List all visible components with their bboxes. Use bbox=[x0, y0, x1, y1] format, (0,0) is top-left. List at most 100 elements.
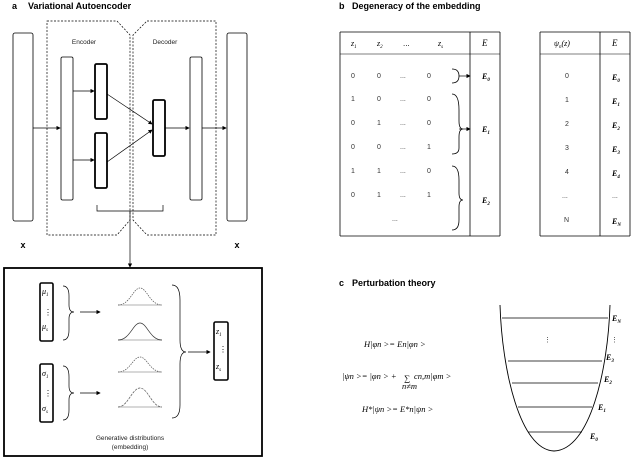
svg-text:E0: E0 bbox=[611, 73, 620, 84]
mu-dots: ⋮ bbox=[44, 308, 52, 317]
sigma-top-label: σ1 bbox=[42, 369, 48, 380]
svg-text:4: 4 bbox=[565, 169, 569, 176]
svg-text:1: 1 bbox=[351, 96, 355, 103]
arrow-sigma-z bbox=[106, 129, 153, 163]
panel-c-title: Perturbation theory bbox=[352, 278, 436, 288]
group-bracket-e1 bbox=[451, 93, 464, 155]
svg-text:E2: E2 bbox=[611, 121, 620, 132]
panel-c-letter: c bbox=[339, 278, 344, 288]
panel-b: b Degeneracy of the embedding z1 z2 ... … bbox=[339, 1, 631, 237]
table-row: 0 0 ... 1 bbox=[351, 144, 431, 151]
group-bracket-e0 bbox=[451, 68, 460, 84]
svg-text:0: 0 bbox=[377, 96, 381, 103]
energy-row: N EN bbox=[564, 217, 621, 228]
svg-text:...: ... bbox=[392, 216, 398, 223]
svg-text:1: 1 bbox=[377, 120, 381, 127]
panel-a: a Variational Autoencoder Encoder Decode… bbox=[3, 1, 263, 457]
svg-text:1: 1 bbox=[377, 168, 381, 175]
level-label-2: E2 bbox=[603, 375, 612, 386]
group-label-e2: E2 bbox=[481, 196, 490, 207]
energy-row: 0 E0 bbox=[565, 73, 620, 84]
panel-b-letter: b bbox=[339, 1, 345, 11]
header-psi: ψn(z) bbox=[554, 39, 570, 50]
output-layer bbox=[226, 32, 248, 222]
svg-text:0: 0 bbox=[351, 120, 355, 127]
embedding-caption-1: Generative distributions bbox=[96, 435, 165, 442]
svg-text:...: ... bbox=[612, 193, 618, 200]
svg-text:1: 1 bbox=[427, 192, 431, 199]
gaussian-curves bbox=[117, 287, 163, 408]
svg-text:0: 0 bbox=[351, 73, 355, 80]
latent-z-node bbox=[152, 99, 166, 157]
header-energy-right: E bbox=[611, 38, 618, 48]
energy-row: ... ... bbox=[562, 193, 618, 200]
svg-text:0: 0 bbox=[351, 144, 355, 151]
energy-row: 3 E3 bbox=[565, 145, 620, 156]
embedding-caption-2: (embedding) bbox=[112, 444, 149, 451]
svg-text:1: 1 bbox=[351, 168, 355, 175]
distributions-brace bbox=[171, 284, 187, 419]
svg-text:0: 0 bbox=[351, 192, 355, 199]
energy-row: 1 E1 bbox=[565, 97, 620, 108]
mu-top-label: μ1 bbox=[41, 287, 49, 298]
energy-table bbox=[539, 31, 631, 237]
mu-vector bbox=[39, 282, 54, 342]
svg-text:1: 1 bbox=[427, 144, 431, 151]
panel-a-title: Variational Autoencoder bbox=[28, 1, 132, 11]
output-label: x bbox=[234, 240, 239, 250]
level-label-0: E0 bbox=[589, 432, 598, 443]
svg-text:...: ... bbox=[562, 193, 568, 200]
equation-unperturbed: H|φn >= En|φn > bbox=[363, 339, 426, 349]
svg-text:1: 1 bbox=[377, 192, 381, 199]
header-z2: z2 bbox=[376, 39, 383, 50]
mu-brace bbox=[62, 285, 75, 341]
energy-row: 2 E2 bbox=[565, 121, 620, 132]
svg-text:0: 0 bbox=[565, 73, 569, 80]
decoder-region bbox=[132, 20, 217, 236]
input-layer bbox=[12, 32, 34, 222]
input-label: x bbox=[20, 240, 25, 250]
svg-text:1: 1 bbox=[565, 97, 569, 104]
level-label-3: E3 bbox=[605, 353, 614, 364]
equation-sum-symbol: ∑ bbox=[404, 373, 410, 383]
svg-text:2: 2 bbox=[565, 121, 569, 128]
svg-text:E1: E1 bbox=[611, 97, 620, 108]
svg-text:E4: E4 bbox=[611, 169, 620, 180]
svg-text:0: 0 bbox=[427, 73, 431, 80]
svg-text:...: ... bbox=[400, 144, 406, 151]
header-energy: E bbox=[481, 38, 488, 48]
equation-expansion-left: |ψn >= |φn > + bbox=[342, 371, 397, 381]
svg-text:...: ... bbox=[400, 96, 406, 103]
svg-text:0: 0 bbox=[427, 120, 431, 127]
sigma-vector bbox=[39, 363, 54, 423]
svg-text:0: 0 bbox=[377, 73, 381, 80]
svg-text:0: 0 bbox=[377, 144, 381, 151]
z-bottom-label: zs bbox=[215, 362, 221, 373]
svg-text:3: 3 bbox=[565, 145, 569, 152]
level-label-1: E1 bbox=[597, 403, 606, 414]
svg-text:...: ... bbox=[400, 120, 406, 127]
panel-c: c Perturbation theory H|φn >= En|φn > |ψ… bbox=[339, 278, 621, 452]
sigma-brace bbox=[62, 365, 75, 421]
decoder-label: Decoder bbox=[153, 39, 178, 46]
encoder-label: Encoder bbox=[72, 39, 97, 46]
z-dots: ⋮ bbox=[219, 345, 227, 354]
z-top-label: z1 bbox=[215, 327, 222, 338]
sigma-dots: ⋮ bbox=[44, 389, 52, 398]
group-label-e0: E0 bbox=[481, 72, 490, 83]
header-dots: ... bbox=[403, 39, 410, 48]
latent-mu-node bbox=[94, 63, 108, 120]
equation-sum-index: n≠m bbox=[402, 381, 417, 391]
table-row: 0 1 ... 0 bbox=[351, 120, 431, 127]
equation-perturbed: H*|ψn >= E*n|ψn > bbox=[361, 404, 433, 414]
z-vector bbox=[213, 321, 229, 381]
level-label-n: EN bbox=[611, 314, 621, 325]
latent-sigma-node bbox=[94, 132, 108, 189]
svg-text:...: ... bbox=[400, 73, 406, 80]
sigma-bottom-label: σs bbox=[42, 404, 48, 415]
group-label-e1: E1 bbox=[481, 125, 490, 136]
equation-expansion-right: cn,m|φm > bbox=[414, 371, 451, 381]
svg-text:0: 0 bbox=[427, 168, 431, 175]
svg-text:...: ... bbox=[400, 192, 406, 199]
